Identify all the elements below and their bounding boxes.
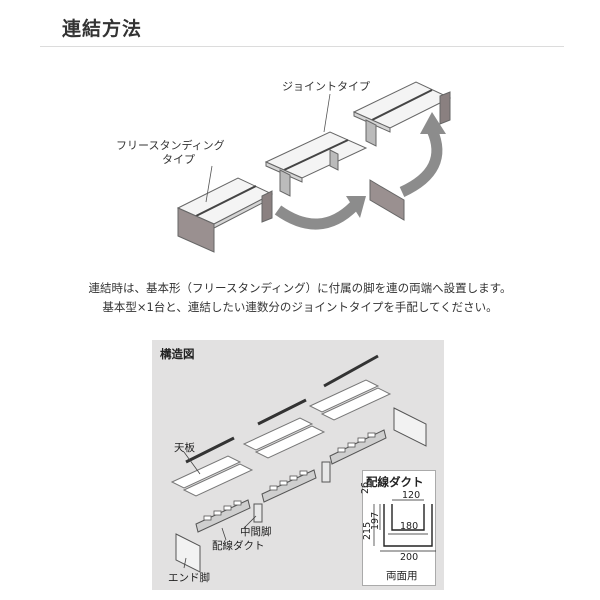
arrow-up-icon: [399, 127, 443, 197]
dim-bottom-width: 200: [400, 552, 419, 563]
dim-top-width: 120: [402, 490, 421, 501]
duct-detail-caption: 両面用: [386, 570, 418, 582]
label-freestanding-line2: タイプ: [162, 153, 195, 166]
duct-trays: [195, 429, 387, 533]
label-end-leg: エンド脚: [168, 572, 210, 584]
label-tabletop: 天板: [174, 442, 195, 454]
label-wiring-duct: 配線ダクト: [212, 540, 265, 552]
end-leg-panel: [369, 179, 405, 221]
arrow-head-right-icon: [346, 196, 366, 218]
structure-title: 構造図: [160, 347, 195, 361]
description-line2: 基本型×1台と、連結したい連数分のジョイントタイプを手配してください。: [102, 300, 498, 314]
end-leg-left: [175, 533, 201, 573]
duct-slots: [203, 432, 376, 521]
joint-desk-middle: [264, 131, 368, 197]
label-middle-leg: 中間脚: [240, 526, 272, 538]
label-freestanding-line1: フリースタンディング: [116, 139, 225, 152]
section-title: 連結方法: [62, 18, 143, 40]
freestanding-desk: [176, 177, 274, 253]
dim-h3: 215: [362, 521, 373, 540]
tabletops: [170, 379, 392, 497]
middle-legs: [253, 461, 331, 523]
duct-detail-title: 配線ダクト: [366, 475, 424, 489]
arrow-right-icon: [274, 201, 358, 230]
title-divider: [40, 46, 564, 47]
description-line1: 連結時は、基本形（フリースタンディング）に付属の脚を連の両端へ設置します。: [88, 281, 512, 295]
dim-inner-width: 180: [400, 521, 419, 532]
label-joint-type: ジョイントタイプ: [282, 80, 370, 93]
joint-desk-top: [352, 81, 452, 147]
end-leg-right: [393, 407, 427, 447]
duct-cover-strips: [185, 354, 379, 464]
arrow-head-up-icon: [420, 112, 446, 134]
dim-h1: 26: [360, 481, 371, 494]
duct-profile: [383, 504, 433, 547]
